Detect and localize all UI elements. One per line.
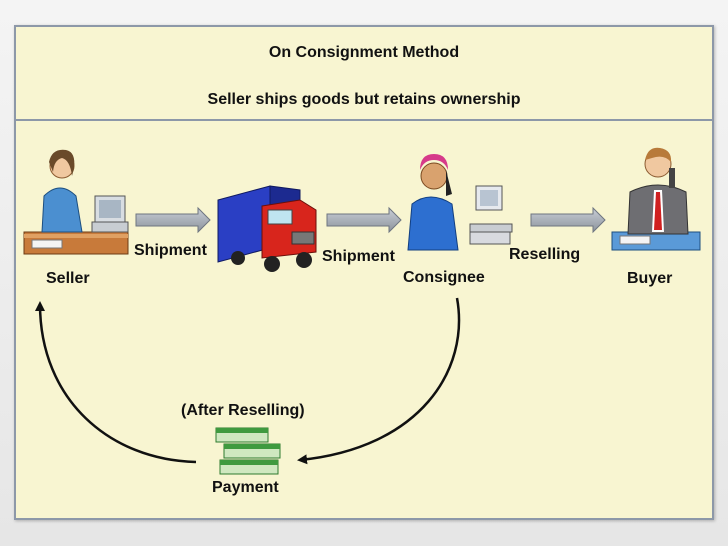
- buyer-icon: [611, 147, 701, 251]
- after-reselling-label: (After Reselling): [181, 402, 305, 419]
- diagram-header: On Consignment Method Seller ships goods…: [16, 27, 712, 121]
- diagram-title: On Consignment Method: [268, 44, 460, 61]
- consignee-icon: [407, 154, 513, 251]
- buyer-label: Buyer: [627, 270, 673, 287]
- payment-to-seller-arrow: [35, 301, 197, 464]
- shipment-arrow-1: [135, 206, 211, 234]
- seller-icon: [23, 149, 129, 255]
- diagram-frame: On Consignment Method Seller ships goods…: [14, 25, 714, 520]
- consignee-to-payment-arrow: [297, 297, 461, 465]
- truck-icon: [217, 185, 317, 272]
- shipment-label-2: Shipment: [322, 248, 395, 265]
- shipment-arrow-2: [326, 206, 402, 234]
- money-stack-icon: [215, 427, 281, 475]
- reselling-arrow: [530, 206, 606, 234]
- reselling-label: Reselling: [509, 246, 581, 263]
- shipment-label-1: Shipment: [134, 242, 207, 259]
- diagram-subtitle: Seller ships goods but retains ownership: [207, 91, 521, 108]
- payment-label: Payment: [212, 479, 279, 496]
- consignee-label: Consignee: [403, 269, 485, 286]
- seller-label: Seller: [46, 270, 90, 287]
